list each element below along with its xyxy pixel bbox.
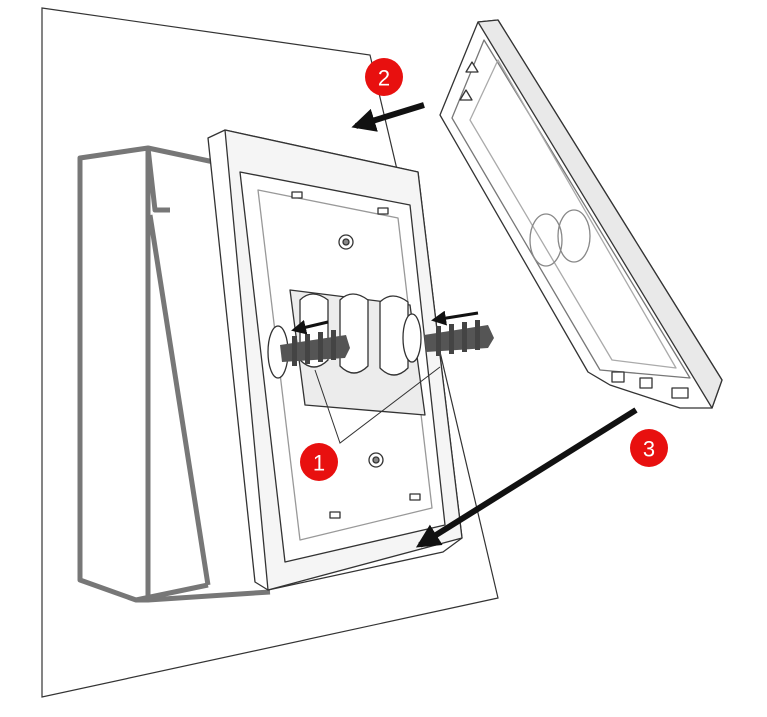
svg-text:1: 1: [313, 451, 325, 476]
screw-arrow-left: [291, 319, 329, 335]
svg-text:3: 3: [643, 437, 655, 462]
arrow-step-3: [415, 407, 638, 548]
step-2-badge: 2: [365, 58, 403, 96]
screw-arrow-right: [431, 310, 479, 326]
step-1-leaders: [314, 366, 441, 444]
screw-right: [424, 320, 494, 356]
screw-left: [280, 330, 350, 366]
step-1-badge: 1: [300, 443, 338, 481]
step-3-badge: 3: [630, 429, 668, 467]
svg-text:2: 2: [378, 66, 390, 91]
arrow-step-2: [351, 102, 425, 132]
front-cover: [439, 19, 723, 409]
